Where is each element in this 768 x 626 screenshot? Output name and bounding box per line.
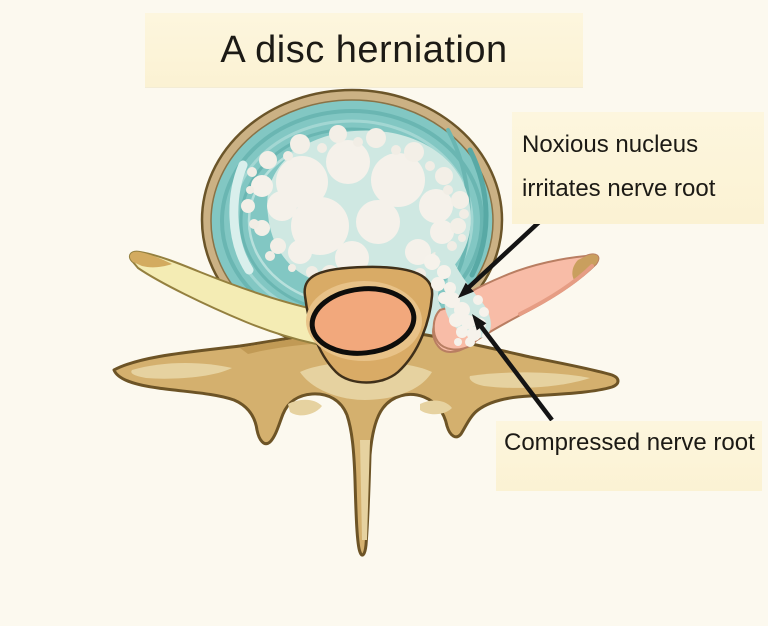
arrow-line bbox=[466, 210, 552, 290]
arrow-noxious-to-herniation bbox=[458, 210, 552, 298]
annotation-noxious-line2: irritates nerve root bbox=[522, 175, 716, 202]
arrowhead bbox=[458, 282, 474, 298]
herniation-bubbles bbox=[424, 254, 490, 347]
annotation-noxious-line1: Noxious nucleus bbox=[522, 131, 699, 158]
page-title-text: A disc herniation bbox=[220, 28, 508, 71]
nerve-root-right-shading bbox=[518, 264, 594, 316]
annotation-compressed: Compressed nerve root bbox=[496, 421, 762, 491]
nerve-root-right-tip bbox=[572, 254, 599, 280]
nerve-root-left-tip bbox=[129, 251, 172, 268]
spinal-cord bbox=[309, 286, 417, 356]
spinal-canal bbox=[303, 265, 434, 384]
arrow-compressed-to-nerve-root bbox=[472, 314, 554, 422]
arrow-line bbox=[478, 323, 554, 422]
page-title: A disc herniation bbox=[145, 13, 583, 88]
annotation-noxious: Noxious nucleus irritates nerve root bbox=[512, 112, 764, 224]
arrowhead bbox=[472, 314, 487, 331]
annotation-compressed-text: Compressed nerve root bbox=[504, 429, 755, 456]
